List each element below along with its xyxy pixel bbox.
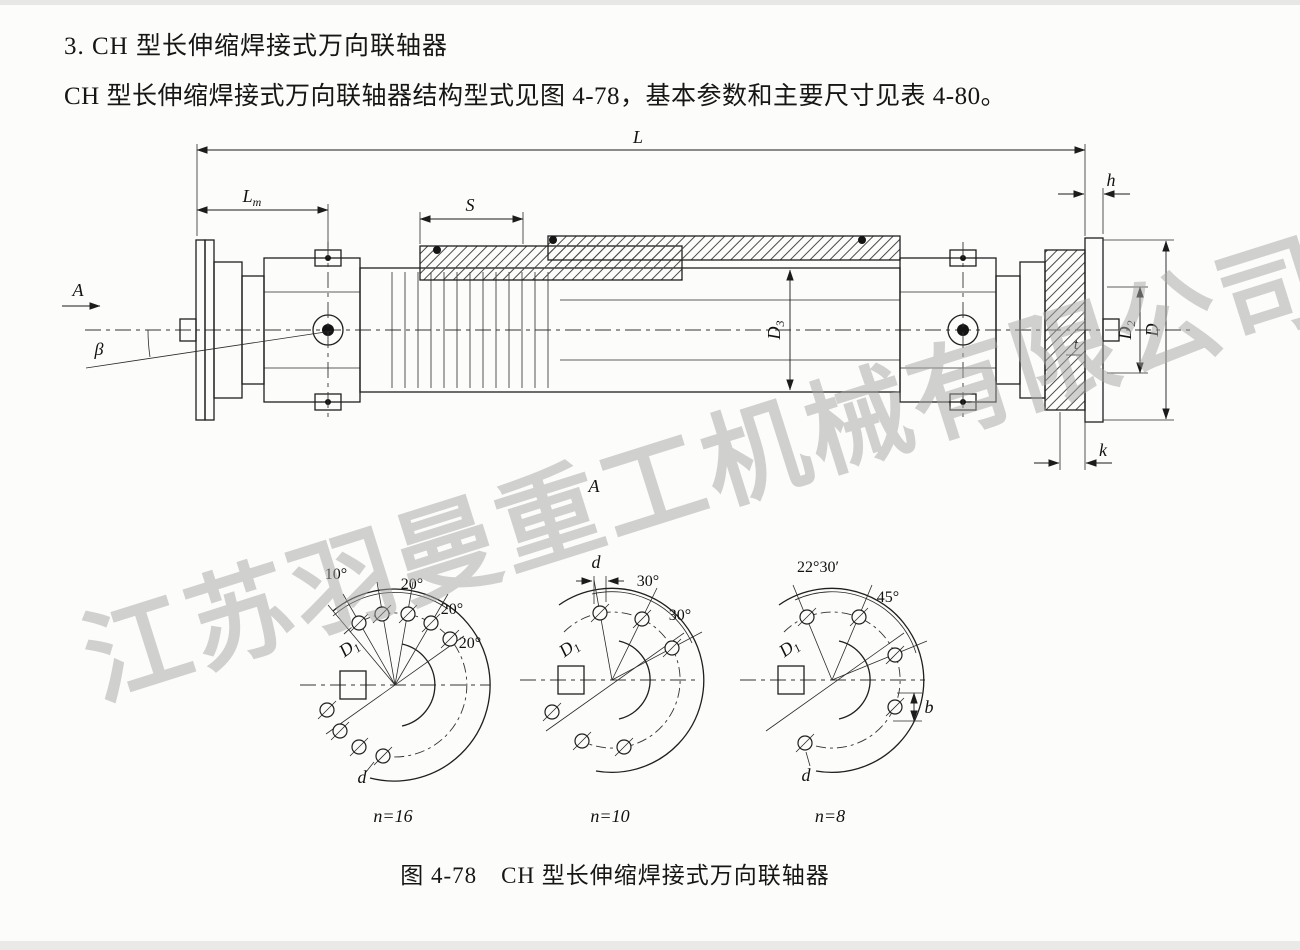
label-D1: D1 xyxy=(774,633,804,663)
angle-label: 20° xyxy=(401,576,423,593)
dim-label-D2: D2 xyxy=(1115,321,1138,341)
radial-lines xyxy=(327,581,449,686)
dim-label-d: d xyxy=(802,765,812,785)
label-D1: D1 xyxy=(554,633,584,663)
dim-d: d xyxy=(802,751,812,785)
view-label-A: A xyxy=(72,280,85,300)
bolt-holes xyxy=(317,604,460,766)
telescopic-shaft xyxy=(359,235,901,393)
dim-label-L: L xyxy=(632,127,643,147)
angle-arc xyxy=(794,591,917,654)
angle-label: 20° xyxy=(459,635,481,652)
dim-S: S xyxy=(419,195,524,244)
flange-outline xyxy=(332,588,491,782)
dim-L: L xyxy=(196,127,1086,236)
bolt-holes xyxy=(795,607,905,753)
dim-D2: D2 xyxy=(1107,286,1148,374)
spline-ribs xyxy=(391,272,549,388)
dim-label-d: d xyxy=(358,767,368,787)
bolt-circle xyxy=(783,611,901,749)
angle-label: 22°30′ xyxy=(797,559,839,576)
dim-h: h xyxy=(1058,170,1130,234)
angle-label-beta: β xyxy=(94,339,104,359)
D1-leader xyxy=(545,632,685,732)
keyway xyxy=(777,665,805,695)
scan-edge xyxy=(0,941,1300,950)
dim-Lm: Lm xyxy=(196,186,329,248)
count-label: n=10 xyxy=(590,806,629,826)
dim-D3: D3 xyxy=(764,269,794,391)
body-paragraph: CH 型长伸缩焊接式万向联轴器结构型式见图 4-78，基本参数和主要尺寸见表 4… xyxy=(64,83,1007,110)
right-flange xyxy=(995,237,1120,423)
count-label: n=8 xyxy=(815,806,845,826)
keyway xyxy=(339,670,367,700)
angle-arc xyxy=(591,591,693,644)
dim-d: d xyxy=(358,761,375,787)
dim-label-b: b xyxy=(925,697,934,717)
keyway xyxy=(557,665,585,695)
dim-label-D: D xyxy=(1142,324,1162,338)
dim-d: d xyxy=(576,552,624,604)
scan-edge xyxy=(0,0,1300,5)
bolt-circle-detail-n10: d 30° 30° D1 n=10 xyxy=(520,552,705,826)
D1-leader xyxy=(325,635,465,735)
angle-label: 30° xyxy=(637,573,659,590)
view-direction-A: A xyxy=(62,280,101,310)
dim-label-k: k xyxy=(1099,440,1108,460)
radial-lines xyxy=(593,579,703,681)
weld-dot xyxy=(549,236,557,244)
radial-lines xyxy=(792,584,928,681)
section-heading: 3. CH 型长伸缩焊接式万向联轴器 xyxy=(64,33,448,60)
section-label-A: A xyxy=(588,476,601,496)
bolt-circle-detail-n16: 10° 20° 20° 20° D1 d n=16 xyxy=(300,566,491,826)
angle-label: 20° xyxy=(441,601,463,618)
dimension-annotations: L Lm S h A xyxy=(62,127,1174,496)
angle-label: 45° xyxy=(877,589,899,606)
figure-caption: 图 4-78 CH 型长伸缩焊接式万向联轴器 xyxy=(400,863,830,888)
weld-dot xyxy=(433,246,441,254)
angle-beta: β xyxy=(85,329,333,369)
flange-outline xyxy=(778,587,925,774)
left-flange xyxy=(179,239,265,421)
angle-arc xyxy=(332,591,449,617)
dim-k: k xyxy=(1034,412,1112,470)
dim-label-d: d xyxy=(592,552,602,572)
dim-b: b xyxy=(893,692,934,722)
dim-label-S: S xyxy=(466,195,475,215)
bolt-holes xyxy=(542,603,682,757)
label-D1: D1 xyxy=(334,633,364,663)
dim-label-t: t xyxy=(1074,337,1079,353)
right-universal-joint xyxy=(899,242,997,418)
D1-leader xyxy=(765,632,905,732)
dim-label-Lm: Lm xyxy=(242,186,262,209)
flange-outline xyxy=(558,587,705,774)
dim-label-D3: D3 xyxy=(764,321,787,341)
main-assembly-view xyxy=(85,235,1192,423)
angle-label: 10° xyxy=(325,566,347,583)
dim-label-h: h xyxy=(1107,170,1116,190)
count-label: n=16 xyxy=(373,806,412,826)
weld-dot xyxy=(858,236,866,244)
dim-t: t xyxy=(1066,337,1082,356)
tube-wall-section xyxy=(547,235,901,261)
dim-D: D xyxy=(1103,239,1174,421)
bolt-circle-detail-n8: b d 22°30′ 45° D1 n=8 xyxy=(740,559,934,826)
angle-label: 30° xyxy=(669,607,691,624)
